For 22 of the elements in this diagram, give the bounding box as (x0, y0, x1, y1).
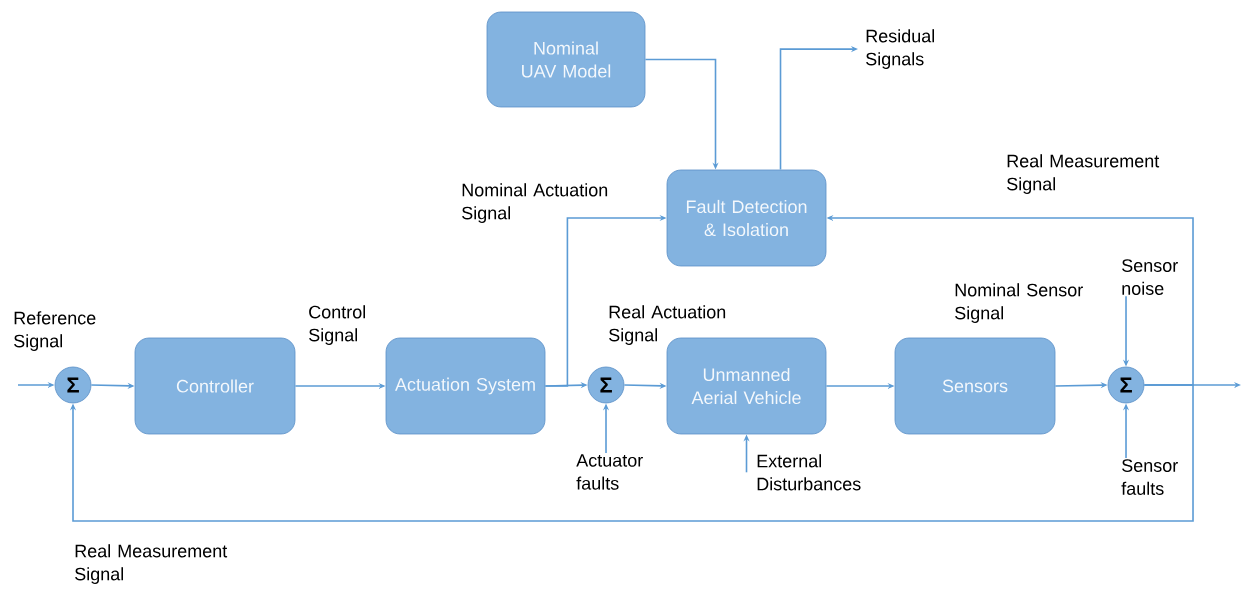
edge-label: Control Signal (309, 305, 365, 345)
edge-label: Real Measurement Signal (75, 544, 228, 584)
process-box: Sensors (894, 337, 1056, 435)
edge-label: Reference Signal (14, 311, 96, 351)
arrow (69, 384, 1194, 522)
edge-label: Real Measurement Signal (1007, 154, 1160, 194)
summing-junction: Σ (1107, 366, 1145, 404)
signal-label: Sensor faults (1121, 459, 1178, 495)
edge-label: Nominal Sensor Signal (955, 283, 1083, 323)
signal-label: External Disturbances (757, 454, 861, 491)
process-box: Controller (134, 337, 296, 435)
signal-label: Residual Signals (866, 29, 935, 69)
edge-label: Nominal Actuation Signal (462, 183, 608, 223)
summing-junction: Σ (54, 366, 92, 404)
summing-junction: Σ (587, 366, 625, 404)
process-box: Nominal UAV Model (486, 11, 646, 108)
signal-label: Sensor noise (1122, 259, 1178, 295)
signal-label: Actuator faults (576, 454, 643, 490)
process-box: Fault Detection & Isolation (666, 169, 827, 267)
process-box: Unmanned Aerial Vehicle (666, 337, 827, 435)
process-box: Actuation System (385, 337, 546, 435)
arrow (779, 46, 858, 171)
